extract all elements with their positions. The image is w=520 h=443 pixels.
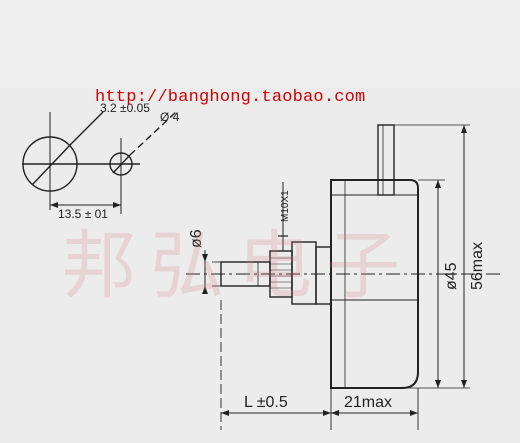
label-body-depth: 21max xyxy=(344,394,392,411)
leader-large xyxy=(31,142,73,186)
arrow xyxy=(435,180,441,188)
arrow xyxy=(323,410,331,416)
arrow xyxy=(461,380,467,388)
label-hole-big-dia: 3.2 ±0.05 xyxy=(100,101,150,115)
arrow xyxy=(221,410,229,416)
arrow xyxy=(435,380,441,388)
arrow xyxy=(331,410,339,416)
label-shaft-dia: ø6 xyxy=(188,229,205,248)
arrow xyxy=(50,202,58,208)
mounting-bracket xyxy=(377,124,395,196)
arrow xyxy=(113,202,121,208)
watermark-url: http://banghong.taobao.com xyxy=(95,88,366,107)
label-hole-spacing: 13.5 ± 01 xyxy=(58,207,108,221)
label-body-dia: ø45 xyxy=(443,262,460,290)
arrow xyxy=(202,254,208,262)
top-band xyxy=(0,0,520,88)
label-hole-small-dia: Ø 4 xyxy=(160,110,180,124)
arrow xyxy=(202,286,208,294)
watermark-chinese: 邦弘电子 xyxy=(62,223,414,309)
leader-small xyxy=(112,154,131,174)
label-overall-height: 56max xyxy=(469,242,486,290)
arrow xyxy=(410,410,418,416)
label-thread: M10X1 xyxy=(280,190,291,222)
label-shaft-length: L ±0.5 xyxy=(244,394,288,411)
drawing-area xyxy=(0,88,520,443)
leader-large-ext xyxy=(71,111,104,144)
arrow xyxy=(461,125,467,133)
